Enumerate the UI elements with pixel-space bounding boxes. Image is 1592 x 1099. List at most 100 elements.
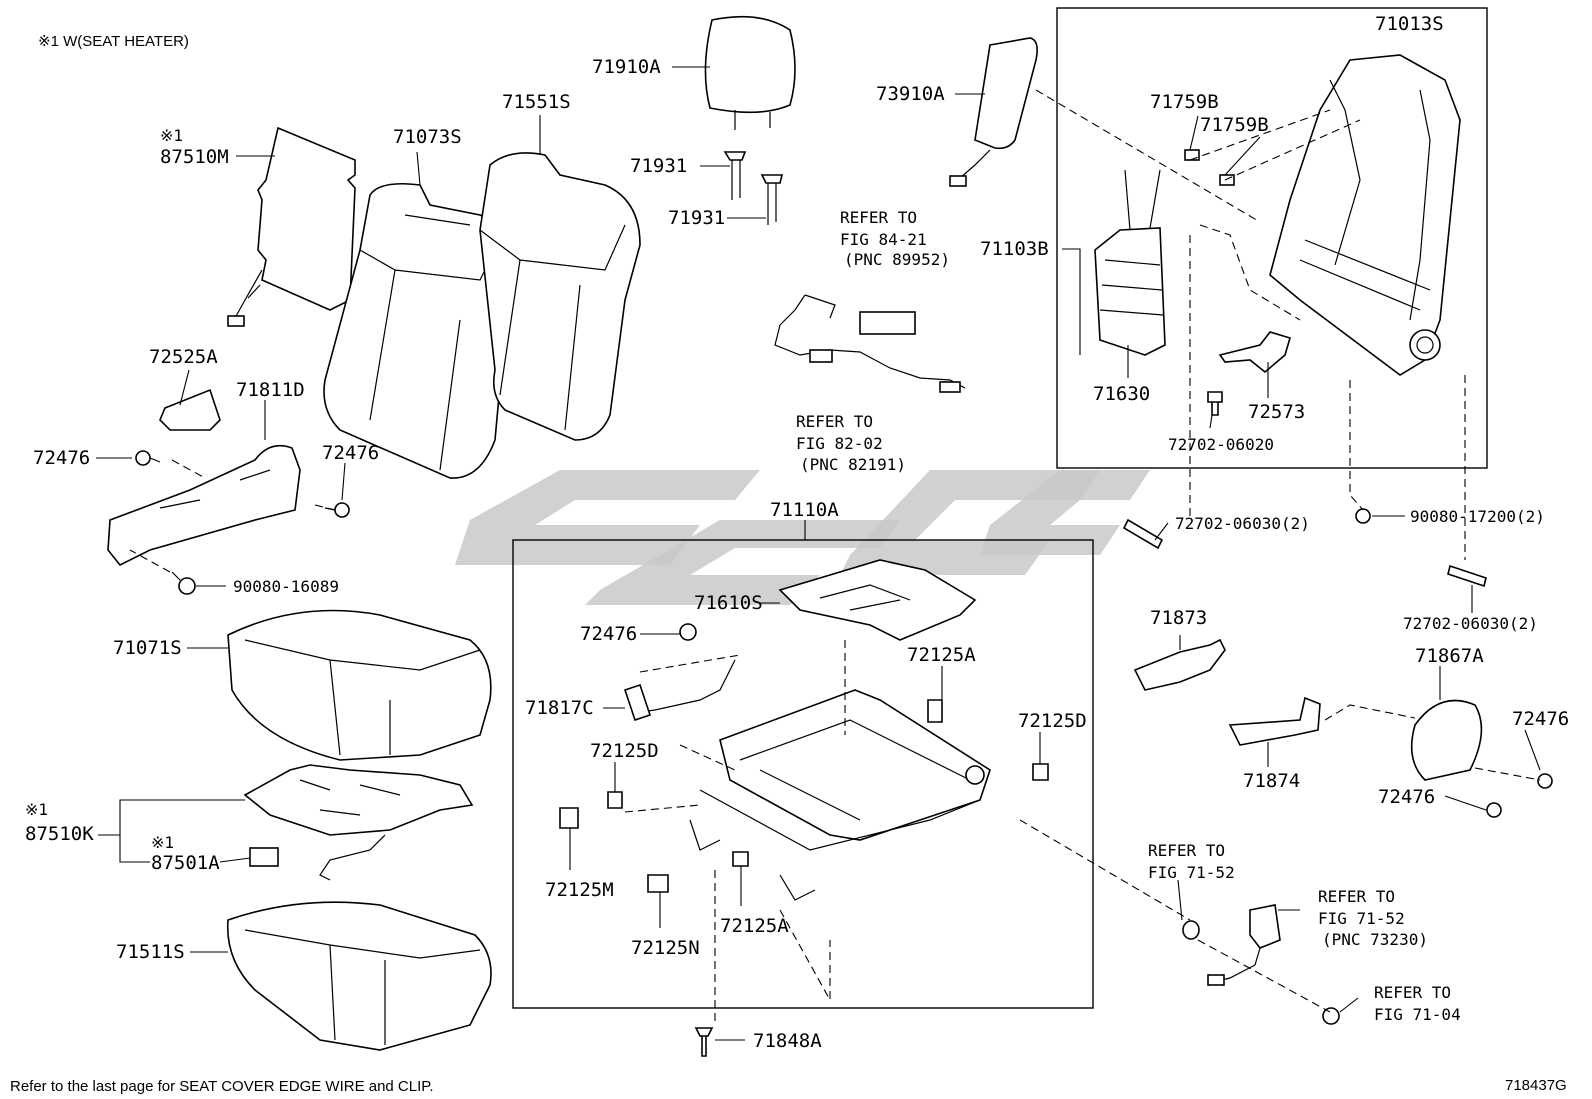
label-71551S: 71551S: [502, 91, 571, 113]
label-71848A: 71848A: [753, 1030, 822, 1052]
label-87510M-mark: ※1: [160, 126, 183, 145]
label-71759B-1: 71759B: [1150, 91, 1219, 113]
leader-lines: [96, 66, 1541, 1041]
label-71759B-2: 71759B: [1200, 114, 1269, 136]
lumbar-support-assy: [1094, 169, 1166, 356]
clip-71759B-2: [1219, 174, 1235, 186]
seat-cushion-pad: [227, 609, 492, 761]
label-71873: 71873: [1150, 607, 1207, 629]
svg-text:(PNC 89952): (PNC 89952): [844, 250, 950, 269]
seatback-cover: [479, 152, 641, 441]
header-note: ※1 W(SEAT HEATER): [38, 33, 189, 50]
label-72476-left: 72476: [33, 447, 90, 469]
clip-72125D-left: [607, 791, 623, 809]
reference-fig-71-52-a: REFER TO FIG 71-52: [1148, 841, 1235, 882]
bracket-72573: [1218, 331, 1291, 374]
label-71931-1: 71931: [630, 155, 687, 177]
label-72125A-bottom: 72125A: [720, 915, 789, 937]
side-airbag-module: [949, 37, 1038, 187]
screw-72476-right-lower: [1486, 802, 1502, 818]
label-73910A: 73910A: [876, 83, 945, 105]
cover-71873: [1133, 638, 1226, 691]
nut-90080-17200: [1355, 508, 1371, 524]
seat-wire-harness: [774, 294, 966, 393]
reference-fig-71-04: REFER TO FIG 71-04: [1374, 983, 1461, 1024]
screw-71848A: [694, 1027, 714, 1057]
seat-belt-buckle: [1207, 904, 1281, 986]
nut-fig-71-04: [1322, 1007, 1340, 1025]
seatback-frame-group-box: [1056, 7, 1488, 469]
screw-72476-center: [679, 623, 697, 641]
label-72476-right-upper: 72476: [1512, 708, 1569, 730]
headrest-guide-2: [760, 174, 784, 225]
label-72476-right-lower: 72476: [1378, 786, 1435, 808]
bolt-72702-06020: [1207, 391, 1223, 416]
clip-72125M: [559, 807, 579, 829]
label-71910A: 71910A: [592, 56, 661, 78]
side-cover-71867A: [1410, 699, 1483, 781]
label-71630: 71630: [1093, 383, 1150, 405]
footer-note: Refer to the last page for SEAT COVER ED…: [10, 1078, 434, 1095]
figure-id: 718437G: [1505, 1077, 1567, 1094]
label-72702-06030-lower: 72702-06030(2): [1403, 614, 1538, 633]
svg-text:(PNC 73230): (PNC 73230): [1322, 930, 1428, 949]
seat-pan-frame: [778, 559, 977, 641]
clip-71759B-1: [1184, 149, 1200, 161]
screw-90080-16089: [171, 571, 196, 595]
label-71071S: 71071S: [113, 637, 182, 659]
svg-text:FIG 71-52: FIG 71-52: [1318, 909, 1405, 928]
label-71867A: 71867A: [1415, 645, 1484, 667]
label-71811D: 71811D: [236, 379, 305, 401]
reference-fig-84-21: REFER TO FIG 84-21 (PNC 89952): [840, 208, 950, 269]
label-71610S: 71610S: [694, 592, 763, 614]
svg-text:FIG 71-52: FIG 71-52: [1148, 863, 1235, 882]
heater-switch-87501A: [249, 847, 279, 867]
label-72125D-right: 72125D: [1018, 710, 1087, 732]
cushion-heater-element: [243, 764, 474, 881]
label-72525A: 72525A: [149, 346, 218, 368]
side-shield-71811D: [107, 444, 301, 567]
label-90080-17200: 90080-17200(2): [1410, 507, 1545, 526]
label-72125A-top: 72125A: [907, 644, 976, 666]
reference-fig-71-52-b: REFER TO FIG 71-52 (PNC 73230): [1318, 887, 1428, 949]
svg-text:REFER TO: REFER TO: [796, 412, 873, 431]
seat-adjuster-group-box: [512, 539, 1094, 1009]
label-72125D-left: 72125D: [590, 740, 659, 762]
cover-72525A: [159, 388, 221, 431]
label-71013S: 71013S: [1375, 13, 1444, 35]
label-71874: 71874: [1243, 770, 1300, 792]
svg-text:REFER TO: REFER TO: [840, 208, 917, 227]
seat-cushion-cover: [226, 901, 492, 1051]
watermark-logo: [455, 470, 1150, 605]
label-90080-16089: 90080-16089: [233, 577, 339, 596]
bolt-72702-06030-lower: [1447, 564, 1487, 588]
label-72476-center: 72476: [580, 623, 637, 645]
screw-72476-right-upper: [1537, 773, 1553, 789]
label-87501A-mark: ※1: [151, 833, 174, 852]
label-71073S: 71073S: [393, 126, 462, 148]
label-72125M: 72125M: [545, 879, 614, 901]
headrest: [704, 15, 796, 130]
label-72702-06020: 72702-06020: [1168, 435, 1274, 454]
svg-text:REFER TO: REFER TO: [1148, 841, 1225, 860]
svg-text:REFER TO: REFER TO: [1318, 887, 1395, 906]
label-71103B: 71103B: [980, 238, 1049, 260]
seatback-pad: [323, 182, 521, 479]
clip-72125N: [647, 874, 669, 893]
seatback-frame: [1269, 54, 1461, 376]
svg-text:FIG 71-04: FIG 71-04: [1374, 1005, 1461, 1024]
label-71511S: 71511S: [116, 941, 185, 963]
label-71931-2: 71931: [668, 207, 725, 229]
bracket-71874: [1228, 696, 1321, 746]
headrest-guide-1: [723, 151, 747, 200]
label-72702-06030-upper: 72702-06030(2): [1175, 514, 1310, 533]
seat-belt-cover-ring: [1182, 920, 1200, 940]
clip-72125D-right: [1032, 763, 1049, 781]
label-87510M: 87510M: [160, 146, 229, 168]
label-72125N: 72125N: [631, 937, 700, 959]
svg-text:(PNC 82191): (PNC 82191): [800, 455, 906, 474]
clip-72125A-top: [927, 699, 943, 723]
svg-text:REFER TO: REFER TO: [1374, 983, 1451, 1002]
wire-71817C: [623, 659, 736, 722]
